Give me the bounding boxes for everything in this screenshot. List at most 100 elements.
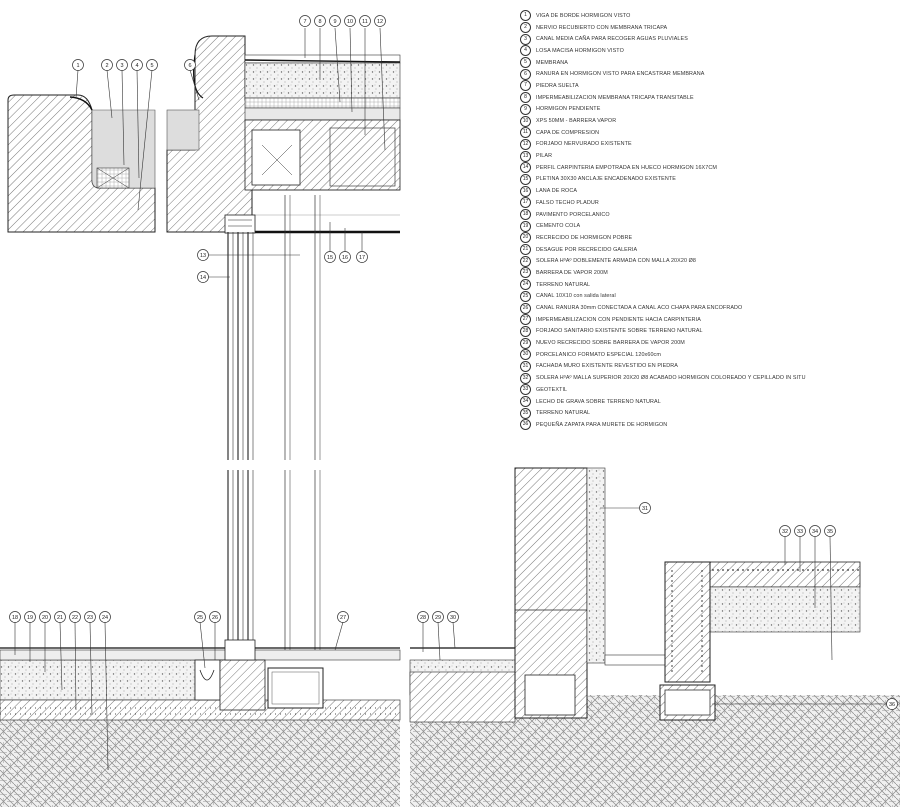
callout-33: 33 (794, 525, 806, 537)
svg-text:28: 28 (420, 615, 426, 621)
svg-text:26: 26 (212, 615, 218, 621)
svg-text:34: 34 (812, 529, 818, 535)
callout-14: 14 (197, 271, 209, 283)
callout-31: 31 (639, 502, 651, 514)
svg-text:32: 32 (782, 529, 788, 535)
svg-text:22: 22 (72, 615, 78, 621)
callout-7: 7 (299, 15, 311, 27)
callout-3: 3 (116, 59, 128, 71)
callout-29: 29 (432, 611, 444, 623)
roof-edge-detail (7, 35, 401, 234)
callout-17: 17 (356, 251, 368, 263)
callout-9: 9 (329, 15, 341, 27)
svg-text:1: 1 (76, 63, 79, 69)
callout-13: 13 (197, 249, 209, 261)
svg-text:33: 33 (797, 529, 803, 535)
svg-text:21: 21 (57, 615, 63, 621)
facade-detail-right (409, 467, 900, 807)
svg-text:10: 10 (347, 19, 353, 25)
svg-text:19: 19 (27, 615, 33, 621)
svg-text:13: 13 (200, 253, 206, 259)
svg-text:20: 20 (42, 615, 48, 621)
svg-text:16: 16 (342, 255, 348, 261)
callout-20: 20 (39, 611, 51, 623)
svg-text:9: 9 (333, 19, 336, 25)
callout-markers: 1 2 3 4 5 6 7 8 9 10 11 12 13 14 15 16 1… (9, 15, 898, 710)
svg-text:12: 12 (377, 19, 383, 25)
callout-27: 27 (337, 611, 349, 623)
callout-34: 34 (809, 525, 821, 537)
callout-24: 24 (99, 611, 111, 623)
callout-11: 11 (359, 15, 371, 27)
callout-19: 19 (24, 611, 36, 623)
callout-36: 36 (886, 698, 898, 710)
window-profile-lines (227, 195, 321, 660)
callout-1: 1 (72, 59, 84, 71)
svg-text:11: 11 (362, 19, 368, 25)
svg-text:30: 30 (450, 615, 456, 621)
svg-text:36: 36 (889, 702, 895, 708)
callout-21: 21 (54, 611, 66, 623)
callout-23: 23 (84, 611, 96, 623)
callout-30: 30 (447, 611, 459, 623)
callout-32: 32 (779, 525, 791, 537)
svg-text:29: 29 (435, 615, 441, 621)
svg-text:23: 23 (87, 615, 93, 621)
callout-10: 10 (344, 15, 356, 27)
floor-detail-left (0, 639, 401, 807)
callout-15: 15 (324, 251, 336, 263)
svg-text:5: 5 (150, 63, 153, 69)
callout-26: 26 (209, 611, 221, 623)
svg-text:3: 3 (120, 63, 123, 69)
callout-35: 35 (824, 525, 836, 537)
callout-8: 8 (314, 15, 326, 27)
callout-6: 6 (184, 59, 196, 71)
svg-text:35: 35 (827, 529, 833, 535)
callout-2: 2 (101, 59, 113, 71)
svg-text:27: 27 (340, 615, 346, 621)
svg-text:15: 15 (327, 255, 333, 261)
callout-18: 18 (9, 611, 21, 623)
svg-text:4: 4 (135, 63, 138, 69)
svg-text:24: 24 (102, 615, 108, 621)
callout-leaders (14, 27, 887, 771)
callout-25: 25 (194, 611, 206, 623)
svg-text:2: 2 (105, 63, 108, 69)
svg-text:8: 8 (318, 19, 321, 25)
svg-text:17: 17 (359, 255, 365, 261)
